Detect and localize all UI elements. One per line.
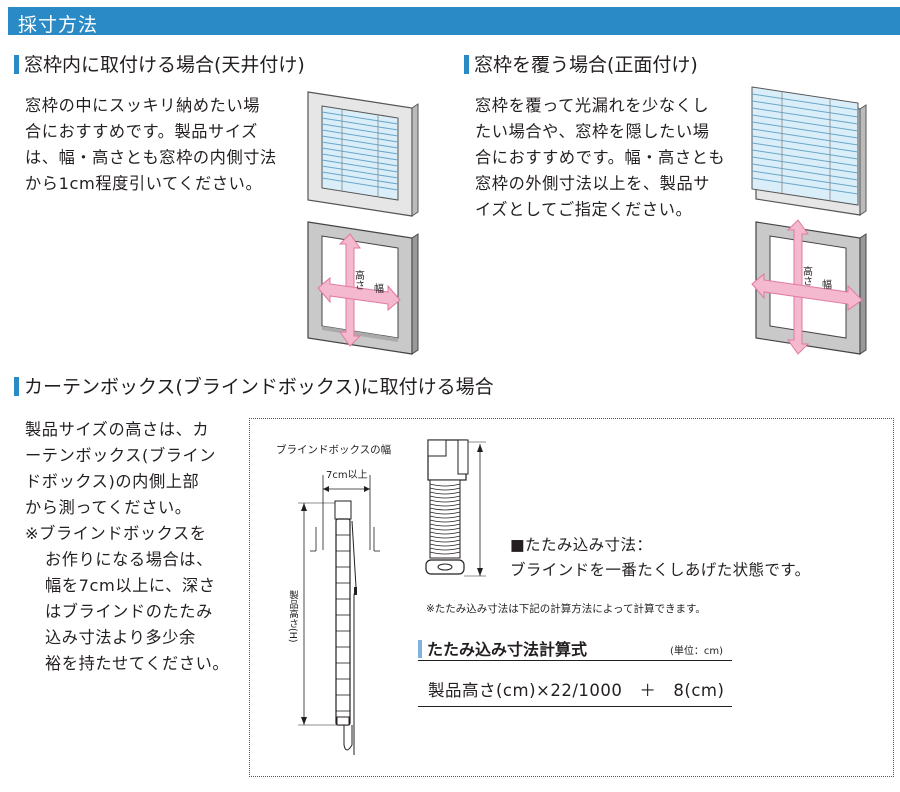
outside-frame-measure-illustration: 高さ 幅 xyxy=(751,219,867,355)
section-title-outside: 窓枠を覆う場合(正面付け) xyxy=(464,50,698,77)
section-title-text: カーテンボックス(ブラインドボックス)に取付ける場合 xyxy=(24,376,494,398)
box-description: 製品サイズの高さは、カ ーテンボックス(ブライン ドボックス)の内側上部 から測… xyxy=(25,420,230,673)
formula-bar xyxy=(418,640,422,658)
outside-description: 窓枠を覆って光漏れを少なくし たい場合や、窓枠を隠したい場 合におすすめです。幅… xyxy=(475,96,726,219)
product-height-label: 製品高さ(H) xyxy=(287,590,298,643)
diagram-box xyxy=(249,418,894,777)
inside-height-label: 高さ xyxy=(353,269,365,290)
header-bar: 採寸方法 xyxy=(8,7,900,36)
section-title-text: 窓枠を覆う場合(正面付け) xyxy=(474,54,698,76)
outside-window-blind-illustration xyxy=(751,86,867,216)
section-bar xyxy=(14,377,19,396)
section-bar xyxy=(14,55,19,74)
outside-height-label: 高さ xyxy=(801,265,813,286)
inside-frame-measure-illustration: 高さ 幅 xyxy=(307,221,419,355)
page-title: 採寸方法 xyxy=(18,14,99,36)
section-bar xyxy=(464,55,469,74)
box-width-label: ブラインドボックスの幅 xyxy=(276,444,392,456)
inside-window-blind-illustration xyxy=(307,91,419,217)
formula-divider-top xyxy=(418,660,732,661)
stack-description: ブラインドを一番たくしあげた状態です。 xyxy=(510,561,811,579)
blind-side-view-diagram xyxy=(298,475,380,755)
formula-expression: 製品高さ(cm)×22/1000 ＋ 8(cm) xyxy=(428,681,725,700)
formula-title: たたみ込み寸法計算式 xyxy=(418,636,587,660)
section-title-text: 窓枠内に取付ける場合(天井付け) xyxy=(24,54,305,76)
min-width-label: 7cm以上 xyxy=(326,470,368,481)
stack-label: ■たたみ込み寸法： xyxy=(510,536,653,554)
section-title-inside: 窓枠内に取付ける場合(天井付け) xyxy=(14,50,305,77)
formula-unit: (単位：cm) xyxy=(670,646,724,657)
inside-description: 窓枠の中にスッキリ納めたい場 合におすすめです。製品サイズ は、幅・高さとも窓枠… xyxy=(25,96,277,193)
formula-divider-bottom xyxy=(418,706,732,707)
section-title-box: カーテンボックス(ブラインドボックス)に取付ける場合 xyxy=(14,372,494,399)
calc-note: ※たたみ込み寸法は下記の計算方法によって計算できます。 xyxy=(426,603,706,615)
outside-width-label: 幅 xyxy=(822,278,832,291)
inside-width-label: 幅 xyxy=(374,282,384,295)
stacked-blind-diagram xyxy=(425,439,486,577)
